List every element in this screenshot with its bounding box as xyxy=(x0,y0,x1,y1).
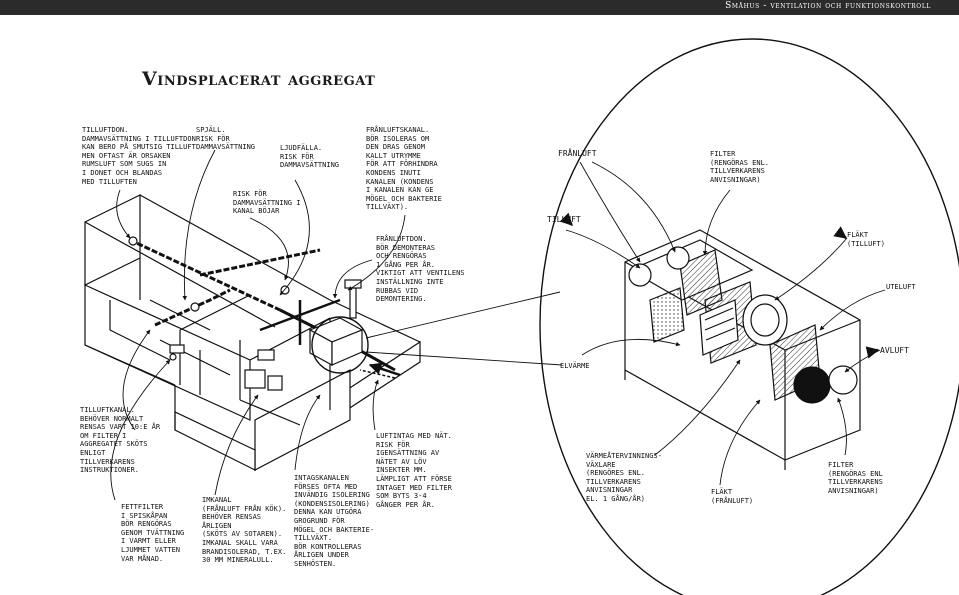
leader-lines-left xyxy=(110,149,563,501)
label-kanal-bojar: RISK FÖR DAMMAVSÄTTNING I KANAL BÖJAR xyxy=(233,190,301,216)
label-elvarme: ELVÄRME xyxy=(560,362,590,370)
page-title: Vindsplacerat aggregat xyxy=(142,68,376,90)
label-uteluft: UTELUFT xyxy=(886,283,916,291)
label-franluftdon: FRÅNLUFTDON. BÖR DEMONTERAS OCH RENGÖRAS… xyxy=(376,235,465,304)
label-imkanal: IMKANAL (FRÅNLUFT FRÅN KÖK). BEHÖVER REN… xyxy=(202,496,287,565)
label-tilluft: TILLUFT xyxy=(547,215,581,224)
label-tilluftkanal: TILLUFTKANAL. BEHÖVER NORMALT RENSAS VAR… xyxy=(80,406,161,475)
running-header-bar: Småhus - ventilation och funktionskontro… xyxy=(0,0,959,15)
label-filter-bottom: FILTER (RENGÖRAS ENL TILLVERKARENS ANVIS… xyxy=(828,461,883,495)
label-ljudfalla: LJUDFÄLLA. RISK FÖR DAMMAVSÄTTNING xyxy=(280,144,340,170)
label-varmeatervinning: VÄRMEÅTERVINNINGS- VÄXLARE (RENGÖRES ENL… xyxy=(586,452,662,503)
label-franluft: FRÅNLUFT xyxy=(558,149,597,158)
label-fettfilter: FETTFILTER I SPISKÅPAN BÖR RENGÖRAS GENO… xyxy=(121,503,185,563)
leader-lines-right xyxy=(559,161,886,486)
label-filter-top: FILTER (RENGÖRAS ENL. TILLVERKARENS ANVI… xyxy=(710,150,770,184)
label-flakt-franluft: FLÄKT (FRÅNLUFT) xyxy=(711,488,754,505)
label-intagskanalen: INTAGSKANALEN FÖRSES OFTA MED INVÄNDIG I… xyxy=(294,474,375,568)
label-flakt-tilluft: FLÄKT (TILLUFT) xyxy=(847,231,885,248)
label-avluft: AVLUFT xyxy=(880,346,909,355)
label-tilluftdon: TILLUFTDON. DAMMAVSÄTTNING I TILLUFTDON … xyxy=(82,126,196,186)
house-drawing xyxy=(84,194,421,472)
running-header-text: Småhus - ventilation och funktionskontro… xyxy=(725,1,931,11)
label-luftintag: LUFTINTAG MED NÄT. RISK FÖR IGENSÄTTNING… xyxy=(376,432,452,509)
label-franluftskanal: FRÅNLUFTSKANAL. BÖR ISOLERAS OM DEN DRAS… xyxy=(366,126,442,212)
aggregate-detail xyxy=(539,38,959,595)
label-spjall: SPJÄLL. RISK FÖR DAMMAVSÄTTNING xyxy=(196,126,256,152)
